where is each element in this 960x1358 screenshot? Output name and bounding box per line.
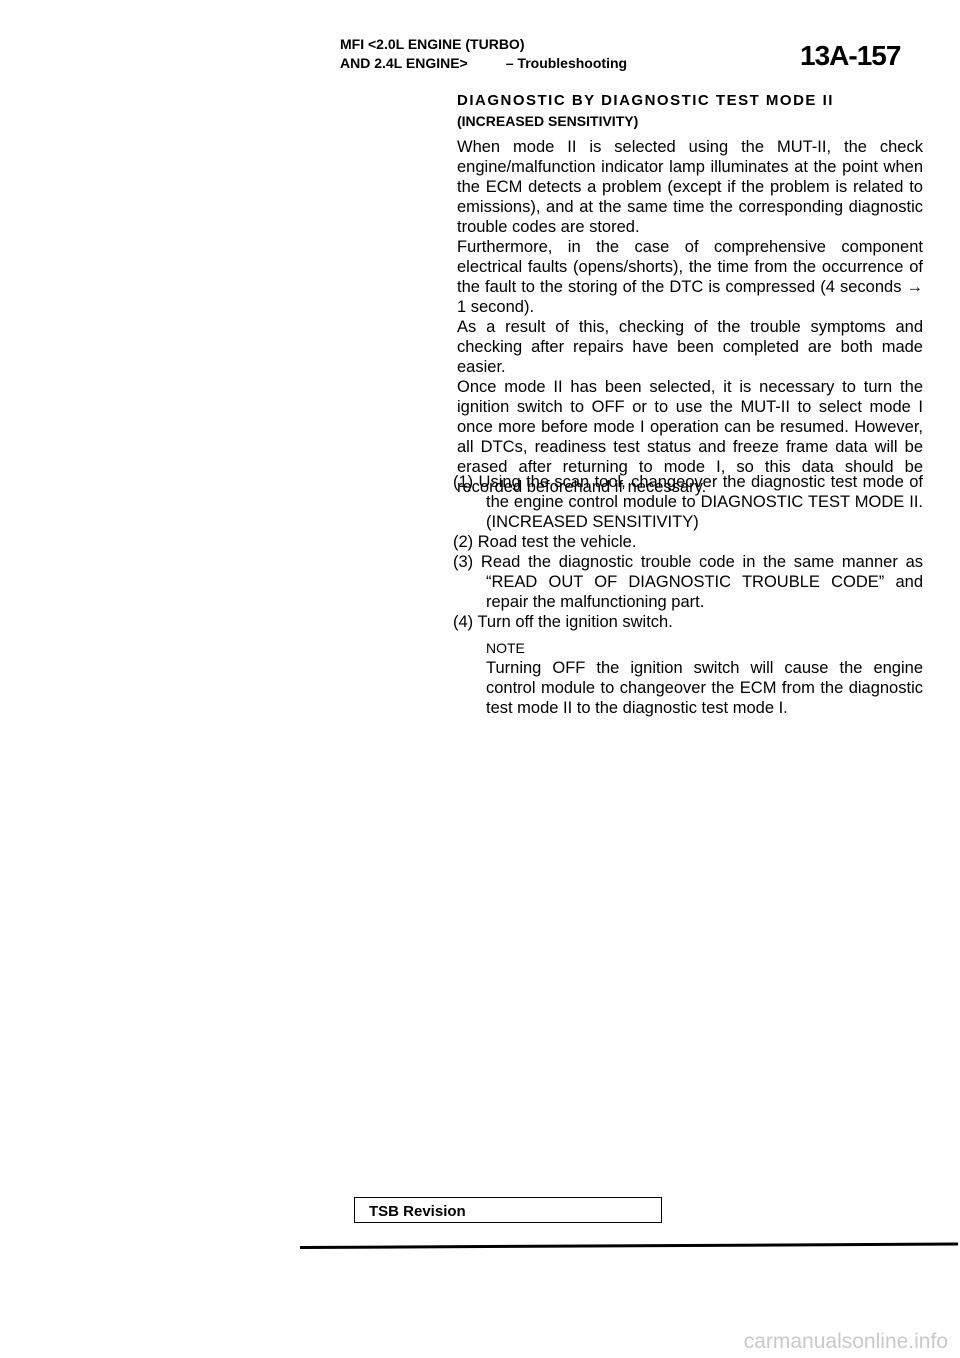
procedure-steps: (1) Using the scan tool, changeover the …: [453, 472, 923, 718]
page-number: 13A-157: [800, 40, 901, 71]
header-title: MFI <2.0L ENGINE (TURBO): [340, 36, 525, 52]
header-subtitle: AND 2.4L ENGINE> – Troubleshooting: [340, 55, 627, 71]
header-section-label: – Troubleshooting: [505, 55, 628, 71]
step-item: (2) Road test the vehicle.: [453, 533, 637, 551]
tsb-revision-box: TSB Revision: [354, 1197, 662, 1223]
note-label: NOTE: [486, 640, 525, 656]
footer-rule: [299, 1242, 958, 1249]
section-subheading: (INCREASED SENSITIVITY): [457, 113, 639, 129]
paragraph: As a result of this, checking of the tro…: [457, 318, 923, 376]
step-item: (1) Using the scan tool, changeover the …: [453, 473, 923, 531]
paragraph: When mode II is selected using the MUT-I…: [457, 138, 923, 236]
paragraph: Furthermore, in the case of comprehensiv…: [457, 238, 923, 316]
step-item: (4) Turn off the ignition switch.: [453, 613, 673, 631]
header-engine-label: AND 2.4L ENGINE>: [340, 55, 468, 71]
paragraph: Once mode II has been selected, it is ne…: [457, 378, 923, 496]
watermark: carmanualsonline.info: [743, 1330, 948, 1353]
note-text: Turning OFF the ignition switch will cau…: [486, 659, 923, 717]
section-body: DIAGNOSTIC BY DIAGNOSTIC TEST MODE II (I…: [457, 92, 923, 497]
step-item: (3) Read the diagnostic trouble code in …: [453, 553, 923, 611]
section-heading: DIAGNOSTIC BY DIAGNOSTIC TEST MODE II: [457, 92, 834, 109]
